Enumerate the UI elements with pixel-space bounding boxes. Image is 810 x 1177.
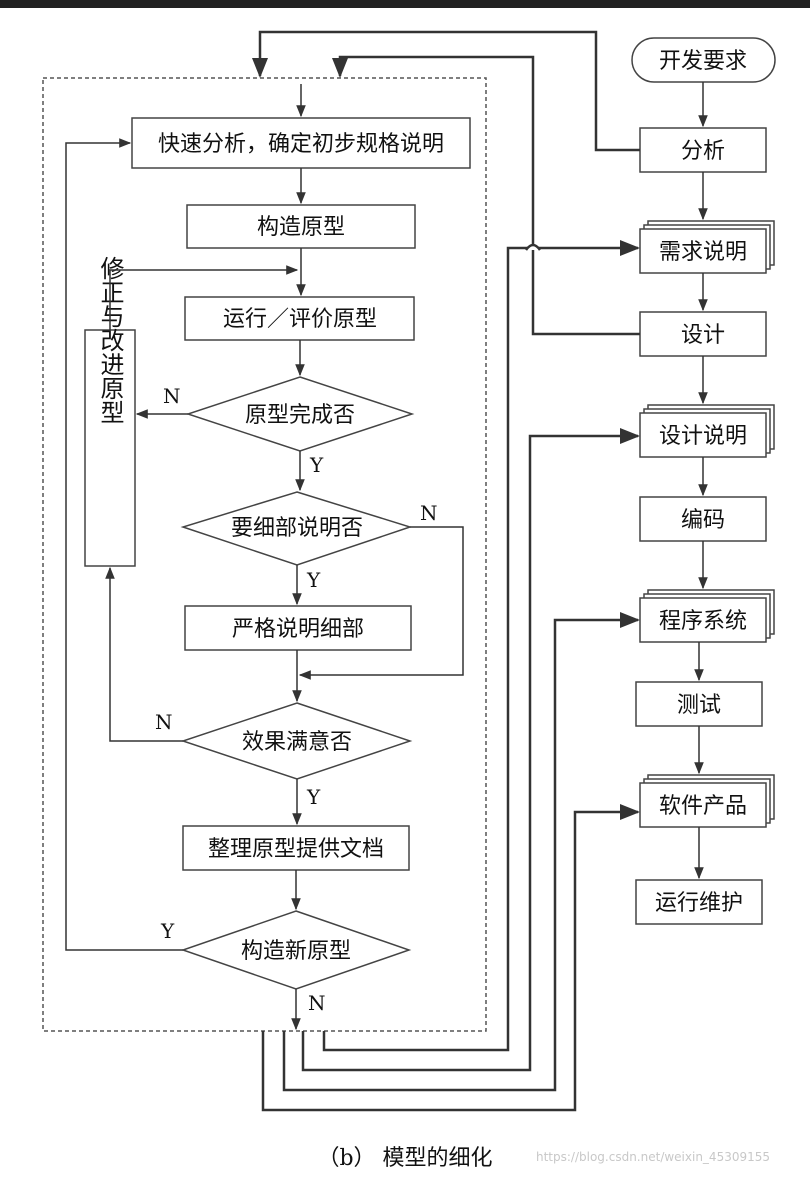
maintain-label: 运行维护 xyxy=(655,891,743,916)
right-flow-arrows xyxy=(694,82,708,880)
build-prototype-label: 构造原型 xyxy=(257,215,345,240)
left-flow-arrows xyxy=(65,84,464,1031)
box-analysis: 分析 xyxy=(639,127,767,173)
diamond-need-detail: 要细部说明否 xyxy=(180,491,413,566)
prototype-region xyxy=(42,77,487,1032)
label-y-satisfied: Y xyxy=(306,785,321,809)
doc-product: 软件产品 xyxy=(639,774,775,828)
strict-detail-label: 严格说明细部 xyxy=(232,617,364,642)
box-coding: 编码 xyxy=(639,496,767,542)
box-testing: 测试 xyxy=(635,681,763,727)
line-hop xyxy=(524,243,542,251)
top-border xyxy=(0,0,810,8)
req-spec-label: 需求说明 xyxy=(659,240,747,265)
design-label: 设计 xyxy=(681,323,725,348)
coding-label: 编码 xyxy=(681,508,725,533)
box-quick-analysis: 快速分析，确定初步规格说明 xyxy=(131,117,471,169)
satisfied-label: 效果满意否 xyxy=(242,730,352,755)
figure-caption: （b） 模型的细化 xyxy=(317,1146,493,1171)
label-y-new-proto: Y xyxy=(160,919,175,943)
organize-docs-label: 整理原型提供文档 xyxy=(208,837,384,862)
doc-req-spec: 需求说明 xyxy=(639,220,775,274)
doc-design-spec: 设计说明 xyxy=(639,404,775,458)
need-detail-label: 要细部说明否 xyxy=(231,516,363,541)
design-spec-label: 设计说明 xyxy=(659,424,747,449)
label-n-new-proto: N xyxy=(308,991,326,1015)
label-n-need-detail: N xyxy=(420,501,438,525)
analysis-label: 分析 xyxy=(681,139,725,164)
box-design: 设计 xyxy=(639,311,767,357)
proto-done-label: 原型完成否 xyxy=(245,403,355,428)
box-organize-docs: 整理原型提供文档 xyxy=(182,825,410,871)
box-build-prototype: 构造原型 xyxy=(186,204,416,249)
box-run-evaluate: 运行／评价原型 xyxy=(184,296,415,341)
box-strict-detail: 严格说明细部 xyxy=(184,605,412,651)
diamond-satisfied: 效果满意否 xyxy=(180,702,413,780)
label-n-proto-done: N xyxy=(163,384,181,408)
box-modify: 修正与改进原型 xyxy=(84,256,136,567)
box-maintain: 运行维护 xyxy=(635,879,763,925)
diamond-proto-done: 原型完成否 xyxy=(185,376,415,452)
branch-labels: N Y N Y N Y Y N xyxy=(155,384,438,1015)
label-y-proto-done: Y xyxy=(309,453,324,477)
quick-analysis-label: 快速分析，确定初步规格说明 xyxy=(158,132,444,157)
label-n-satisfied: N xyxy=(155,710,173,734)
testing-label: 测试 xyxy=(677,693,721,718)
new-proto-label: 构造新原型 xyxy=(241,939,351,964)
cross-link-arrows xyxy=(252,30,640,1112)
run-evaluate-label: 运行／评价原型 xyxy=(223,307,377,332)
dev-req-label: 开发要求 xyxy=(659,49,747,74)
diamond-new-proto: 构造新原型 xyxy=(180,910,412,990)
watermark: https://blog.csdn.net/weixin_45309155 xyxy=(536,1150,771,1164)
product-label: 软件产品 xyxy=(659,794,747,819)
doc-program: 程序系统 xyxy=(639,589,775,643)
start-dev-req: 开发要求 xyxy=(631,37,776,83)
label-y-need-detail: Y xyxy=(306,568,321,592)
program-label: 程序系统 xyxy=(659,609,747,634)
